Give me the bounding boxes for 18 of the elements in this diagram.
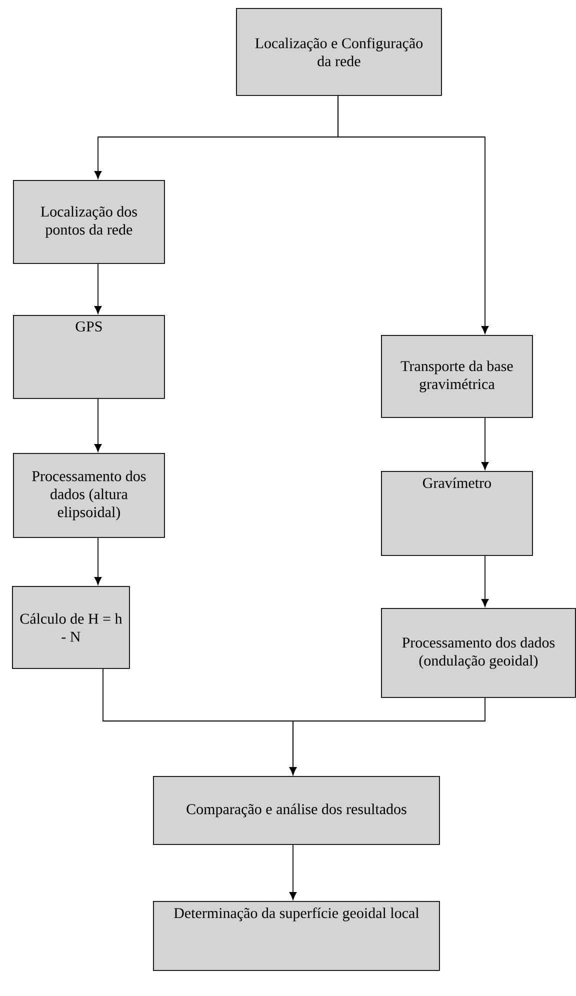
process-box: Localização e Configuração da rede xyxy=(236,8,442,96)
process-box: GPS xyxy=(13,315,165,399)
arrow xyxy=(338,95,489,334)
arrow xyxy=(94,263,102,314)
arrow xyxy=(289,697,486,775)
process-box: Localização dos pontos da rede xyxy=(13,180,165,264)
arrow xyxy=(481,417,489,470)
arrow xyxy=(94,398,102,452)
process-box: Transporte da base gravimétrica xyxy=(381,335,533,418)
arrow xyxy=(94,537,102,585)
process-box: Processamento dos dados (ondulação geoidal) xyxy=(381,608,576,698)
process-box: Processamento dos dados (altura elipsoidal) xyxy=(13,453,165,538)
process-box: Cálculo de H = h - N xyxy=(12,586,130,669)
process-box: Gravímetro xyxy=(381,471,533,556)
arrow xyxy=(289,844,297,900)
process-box: Determinação da superfície geoidal local xyxy=(153,901,440,971)
arrow xyxy=(481,555,489,607)
process-box: Comparação e análise dos resultados xyxy=(153,776,440,845)
